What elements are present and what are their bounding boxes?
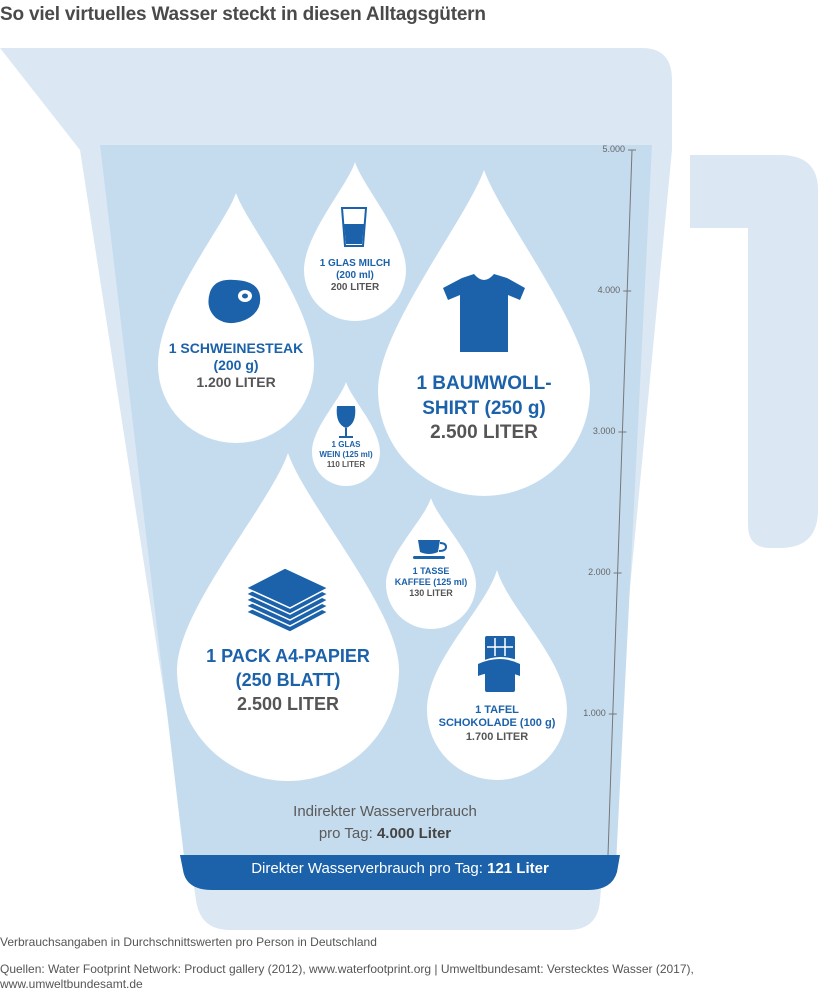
page-title: So viel virtuelles Wasser steckt in dies…	[0, 4, 486, 25]
y-axis-tick-label: 4.000	[597, 285, 621, 295]
item-name-line: 1 SCHWEINESTEAK	[168, 340, 304, 356]
item-name-line: WEIN (125 ml)	[319, 449, 373, 459]
item-name-line: 1 BAUMWOLL-	[416, 373, 552, 394]
y-axis-ticks	[608, 149, 636, 715]
item-papier-label: 1 PACK A4-PAPIER (250 BLATT) 2.500 LITER	[177, 645, 399, 716]
item-name-line: KAFFEE (125 ml)	[394, 576, 468, 587]
y-axis-tick-label: 3.000	[592, 426, 616, 436]
item-value: 1.700 LITER	[465, 730, 529, 743]
indirect-line1: Indirekter Wasserverbrauch	[293, 803, 477, 820]
indirect-prefix: pro Tag:	[318, 824, 377, 842]
milk-glass-icon	[340, 207, 368, 247]
item-schweinesteak-label: 1 SCHWEINESTEAK (200 g) 1.200 LITER	[158, 340, 314, 391]
paper-stack-icon	[244, 567, 330, 633]
item-name-line: (200 ml)	[336, 270, 374, 282]
chocolate-icon	[478, 636, 522, 692]
direct-water-band	[180, 855, 620, 890]
drop-kaffee	[386, 498, 476, 629]
item-name-line: 1 GLAS	[331, 440, 361, 449]
item-name-line: 1 TAFEL	[475, 704, 519, 716]
y-axis-tick-label: 2.000	[588, 567, 611, 577]
wine-glass-icon	[336, 406, 356, 438]
item-name-line: (250 BLATT)	[235, 669, 341, 690]
coffee-cup-icon	[413, 540, 448, 559]
item-value: 2.500 LITER	[430, 422, 538, 444]
item-name-line: (200 g)	[213, 357, 259, 374]
y-axis-tick-label: 1.000	[583, 708, 606, 718]
item-schokolade-label: 1 TAFEL SCHOKOLADE (100 g) 1.700 LITER	[427, 704, 567, 744]
direct-consumption: Direkter Wasserverbrauch pro Tag: 121 Li…	[185, 860, 615, 877]
item-value: 130 LITER	[409, 587, 453, 598]
direct-prefix: Direkter Wasserverbrauch pro Tag:	[251, 860, 488, 877]
jug-handle	[690, 155, 818, 548]
item-name-line: 1 TASSE	[412, 566, 450, 576]
item-value: 200 LITER	[330, 282, 380, 294]
sources-line-2: www.umweltbundesamt.de	[0, 977, 143, 991]
sources-line-1: Quellen: Water Footprint Network: Produc…	[0, 962, 694, 976]
indirect-consumption: Indirekter Wasserverbrauch pro Tag: 4.00…	[260, 801, 510, 845]
item-milch-label: 1 GLAS MILCH (200 ml) 200 LITER	[304, 258, 406, 295]
item-value: 110 LITER	[326, 459, 366, 469]
item-name-line: SCHOKOLADE (100 g)	[438, 717, 556, 730]
y-axis-line	[607, 149, 633, 856]
item-value: 1.200 LITER	[196, 374, 276, 391]
footnote: Verbrauchsangaben in Durchschnittswerten…	[0, 935, 377, 949]
item-value: 2.500 LITER	[236, 693, 340, 714]
item-shirt-label: 1 BAUMWOLL- SHIRT (250 g) 2.500 LITER	[378, 372, 590, 446]
item-wein-label: 1 GLAS WEIN (125 ml) 110 LITER	[306, 440, 386, 469]
steak-icon	[208, 279, 261, 324]
direct-value: 121 Liter	[487, 860, 549, 877]
item-name-line: 1 PACK A4-PAPIER	[206, 646, 370, 666]
item-name-line: SHIRT (250 g)	[422, 397, 546, 419]
indirect-line2: pro Tag: 4.000 Liter	[260, 823, 510, 845]
item-kaffee-label: 1 TASSE KAFFEE (125 ml) 130 LITER	[381, 566, 481, 599]
indirect-value: 4.000 Liter	[376, 824, 452, 842]
item-name-line: 1 GLAS MILCH	[319, 258, 391, 269]
y-axis-tick-label: 5.000	[602, 144, 625, 154]
tshirt-icon	[443, 274, 525, 352]
